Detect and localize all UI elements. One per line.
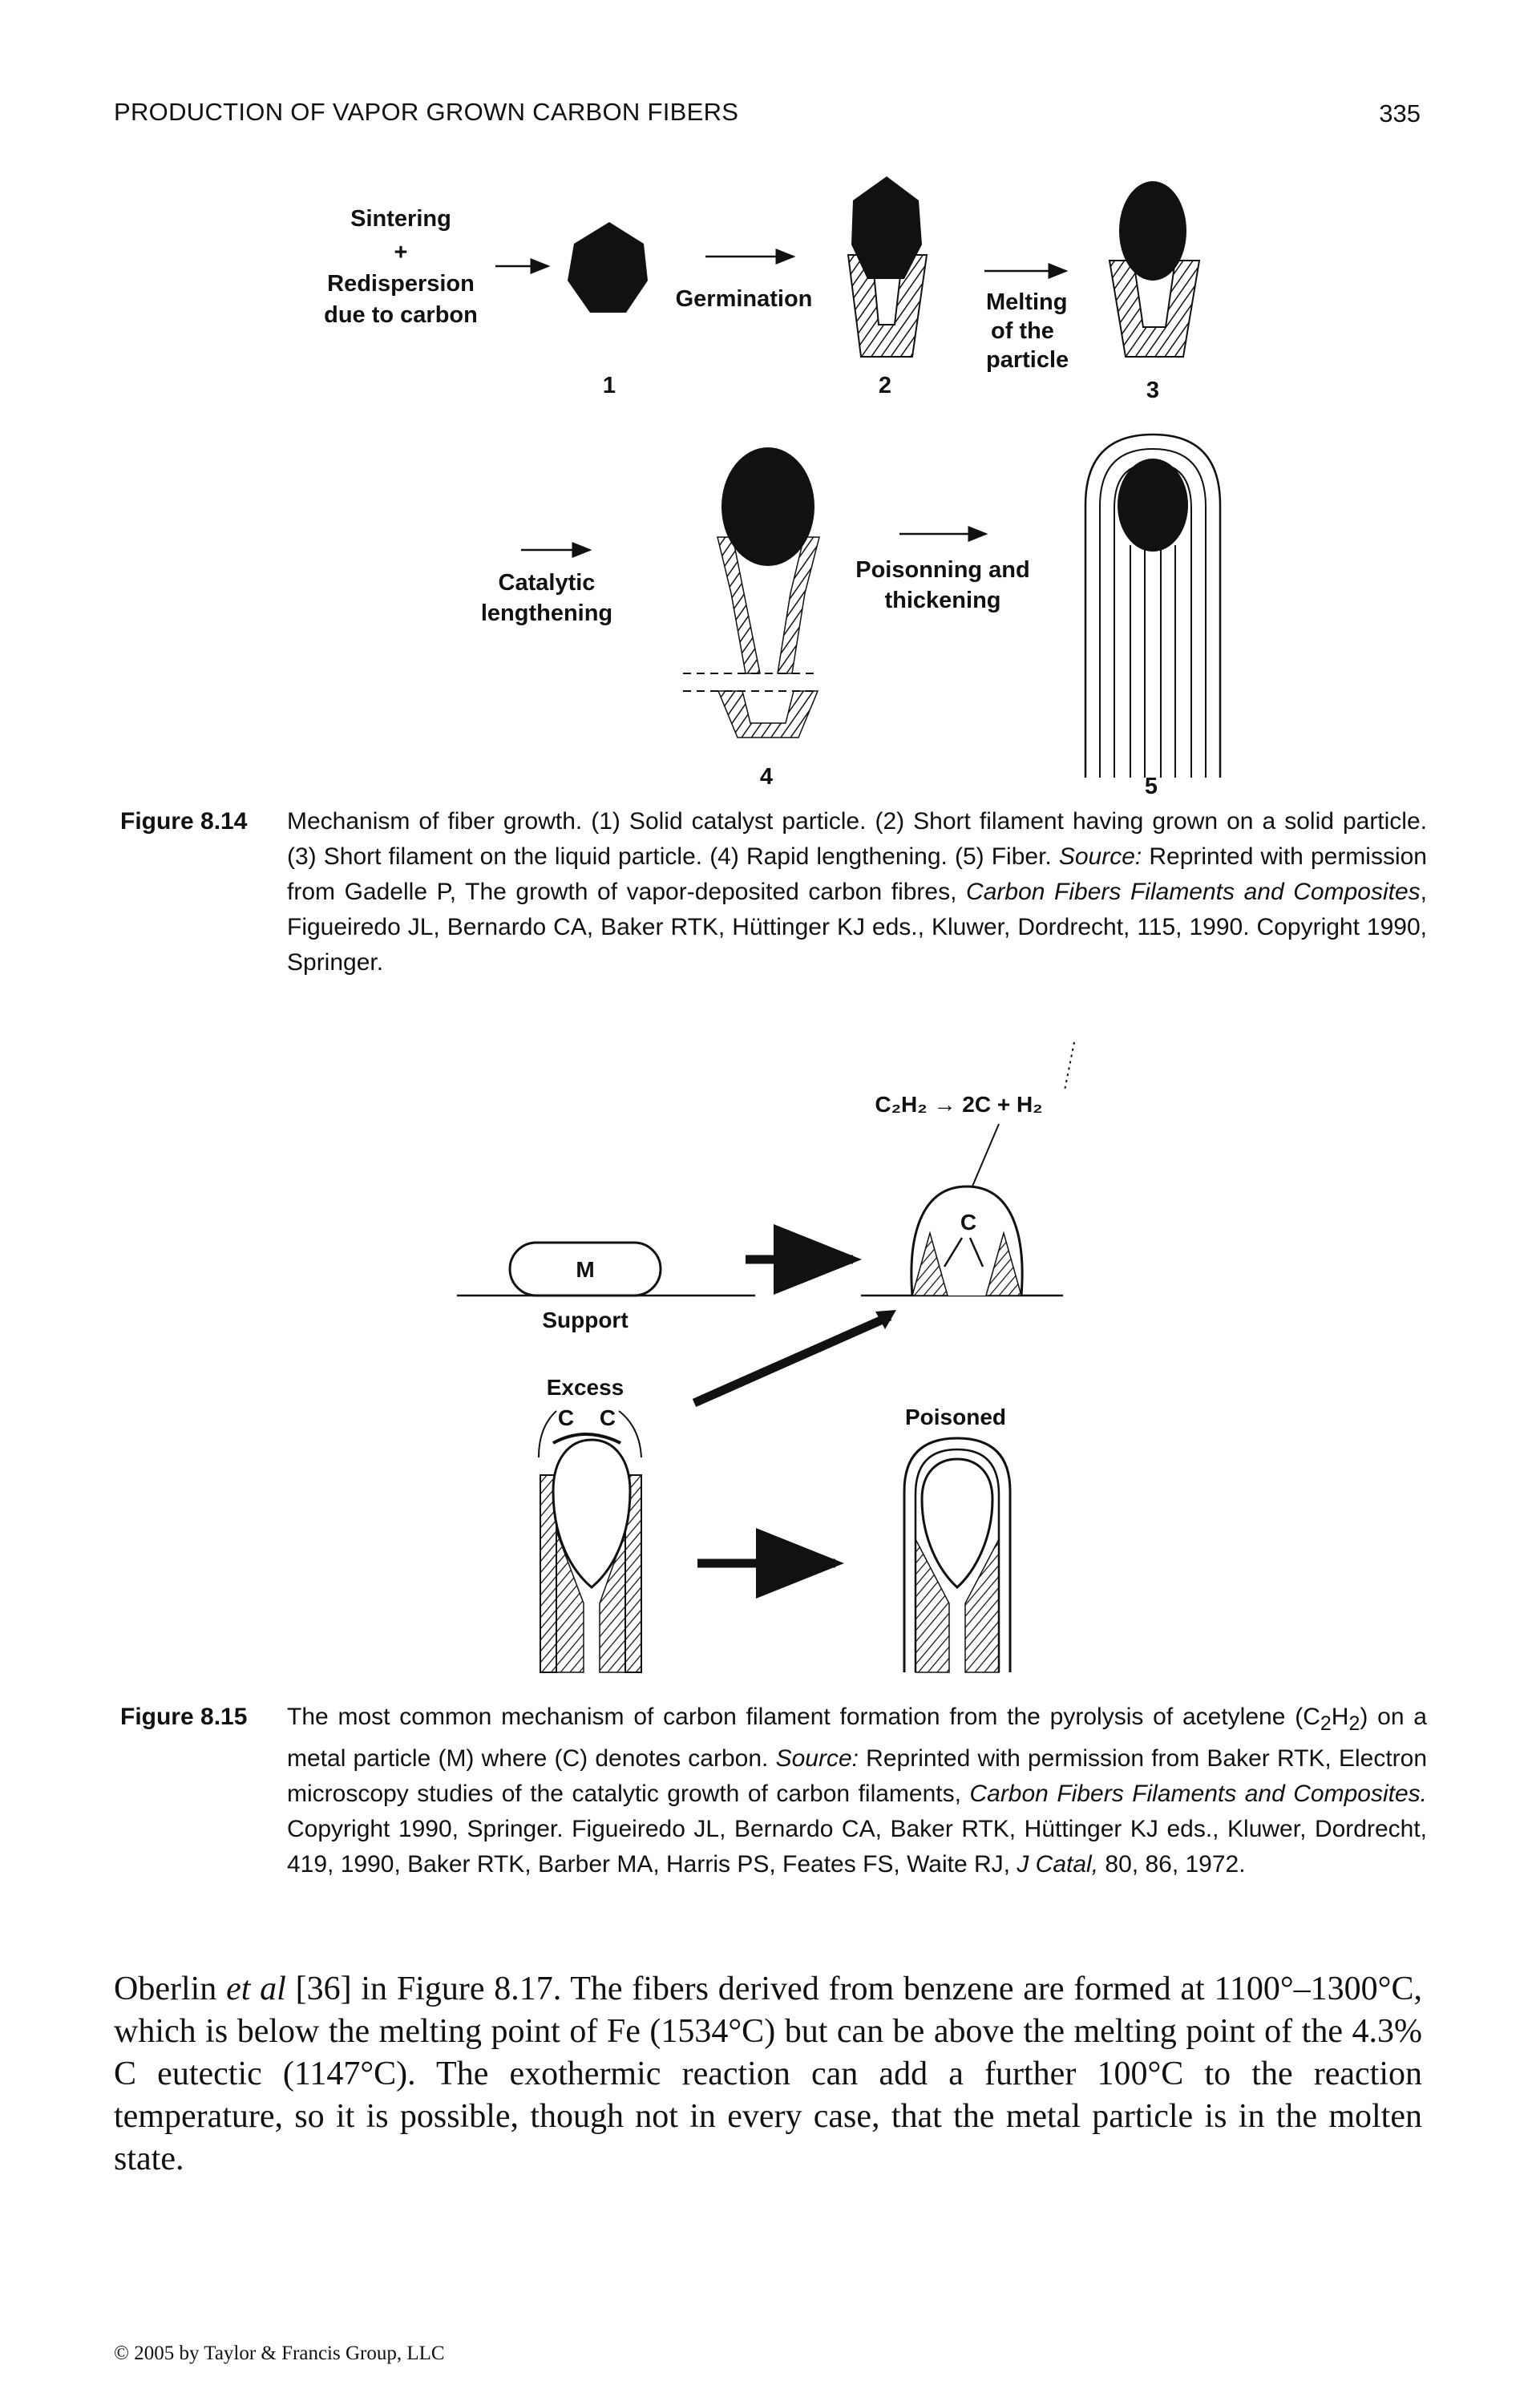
melting-label-line1: Melting xyxy=(986,289,1068,315)
stage4-particle xyxy=(721,447,814,566)
source-text-3: 80, 86, 1972. xyxy=(1105,1851,1246,1878)
stage4-filament-left xyxy=(717,536,761,674)
figure-8-15-caption-text: The most common mechanism of carbon fila… xyxy=(287,1700,1427,1882)
diagonal-arrowhead xyxy=(875,1310,896,1329)
caption-sub-1: 2 xyxy=(1320,1712,1332,1735)
reaction-arrow-line xyxy=(971,1123,1000,1189)
sintering-label-line3: due to carbon xyxy=(324,302,478,328)
poisoned-inner-shell xyxy=(914,1448,1000,1672)
stage3-number: 3 xyxy=(1146,378,1159,403)
stage4-number: 4 xyxy=(760,764,773,790)
figure-8-14-caption: Figure 8.14 Mechanism of fiber growth. (… xyxy=(120,804,1427,980)
page-number: 335 xyxy=(1379,99,1421,127)
source-text-cont: , Figueiredo JL, Bernardo CA, Baker RTK,… xyxy=(287,879,1427,976)
source-label: Source: xyxy=(1058,843,1142,870)
source-text: Reprinted with permission from Gadelle P… xyxy=(287,843,1427,905)
poisoned-label: Poisoned xyxy=(905,1405,1006,1429)
reaction-dotted-line xyxy=(1064,1041,1075,1091)
stage1-solid-particle xyxy=(568,222,648,313)
excess-c-left: C xyxy=(558,1405,574,1430)
excess-arrow-right xyxy=(618,1410,642,1458)
running-head: PRODUCTION OF VAPOR GROWN CARBON FIBERS xyxy=(114,98,739,126)
caption-text-1: The most common mechanism of carbon fila… xyxy=(287,1704,1320,1730)
reaction-equation: C₂H₂ → 2C + H₂ xyxy=(875,1092,1042,1117)
caption-text-3: ) on a metal particle (M) where (C) deno… xyxy=(287,1704,1427,1772)
figure-8-14-diagram: Sintering + Redispersion due to carbon 1… xyxy=(324,176,1222,799)
paragraph-text: [36] in Figure 8.17. The fibers derived … xyxy=(114,1971,1422,2177)
book-title: Carbon Fibers Filaments and Composites. xyxy=(969,1781,1427,1807)
journal-name: J Catal, xyxy=(1017,1851,1099,1878)
melting-label-line3: particle xyxy=(986,347,1069,373)
stage4-filament-base xyxy=(717,690,819,738)
poisoned-carbon-right xyxy=(964,1538,1000,1673)
stage3-liquid-particle xyxy=(1119,181,1186,281)
excess-particle xyxy=(552,1438,632,1589)
diagonal-arrow xyxy=(692,1312,892,1408)
book-title: Carbon Fibers Filaments and Composites xyxy=(966,879,1421,905)
author-name: Oberlin xyxy=(114,1971,217,2007)
sintering-label-plus: + xyxy=(394,240,408,265)
stage3-carbon-shell xyxy=(1108,260,1201,358)
stage5-fiber-wall-2 xyxy=(1099,447,1207,778)
poisoned-outer-shell xyxy=(903,1437,1012,1672)
et-al: et al xyxy=(226,1971,286,2007)
support-label: Support xyxy=(542,1308,628,1332)
caption-text: Mechanism of fiber growth. (1) Solid cat… xyxy=(287,808,1427,870)
stage1-number: 1 xyxy=(603,373,616,398)
excess-top-line xyxy=(552,1433,621,1445)
poisoning-label-line2: thickening xyxy=(884,588,1000,613)
figure-8-15-label: Figure 8.15 xyxy=(120,1704,248,1730)
copyright-footer: © 2005 by Taylor & Francis Group, LLC xyxy=(114,2343,445,2364)
germination-label: Germination xyxy=(676,286,813,312)
figure-8-14-label: Figure 8.14 xyxy=(120,808,248,835)
poisoning-label-line1: Poisonning and xyxy=(855,557,1030,583)
growing-carbon-left xyxy=(911,1231,948,1296)
metal-label: M xyxy=(576,1257,594,1282)
figure-8-14-caption-text: Mechanism of fiber growth. (1) Solid cat… xyxy=(287,804,1427,980)
body-paragraph: Oberlin et al [36] in Figure 8.17. The f… xyxy=(114,1968,1422,2181)
stage2-solid-particle xyxy=(851,176,922,279)
stage2-carbon-shell xyxy=(847,254,928,358)
poisoned-carbon-left xyxy=(915,1538,950,1673)
figure-8-15-diagram: C₂H₂ → 2C + H₂ M Support C Excess C C Po… xyxy=(457,1041,1075,1673)
carbon-label-top: C xyxy=(960,1210,976,1235)
sintering-label-line1: Sintering xyxy=(350,206,451,232)
poisoned-particle xyxy=(920,1457,994,1590)
caption-sub-2: 2 xyxy=(1348,1712,1360,1735)
excess-arrow-left xyxy=(538,1410,557,1458)
figure-8-15-caption: Figure 8.15 The most common mechanism of… xyxy=(120,1700,1427,1882)
melting-label-line2: of the xyxy=(991,318,1054,344)
excess-inner-carbon-left xyxy=(556,1530,584,1673)
excess-c-right: C xyxy=(600,1405,616,1430)
stage2-number: 2 xyxy=(879,373,891,398)
source-text-1: Reprinted with permission from Baker RTK… xyxy=(287,1745,1428,1807)
excess-inner-carbon-right xyxy=(599,1530,626,1673)
catalytic-label-line1: Catalytic xyxy=(499,570,596,596)
catalytic-label-line2: lengthening xyxy=(481,600,612,626)
source-text-2: Copyright 1990, Springer. Figueiredo JL,… xyxy=(287,1816,1427,1878)
stage5-number: 5 xyxy=(1145,774,1158,799)
growing-carbon-right xyxy=(985,1231,1022,1296)
source-label: Source: xyxy=(775,1745,859,1772)
excess-label: Excess xyxy=(547,1375,624,1400)
sintering-label-line2: Redispersion xyxy=(327,271,475,297)
carbon-diffusion-arrows xyxy=(943,1237,984,1267)
stage5-particle xyxy=(1118,459,1188,552)
caption-text-2: H xyxy=(1331,1704,1349,1730)
stage5-fiber-outer xyxy=(1084,433,1222,778)
